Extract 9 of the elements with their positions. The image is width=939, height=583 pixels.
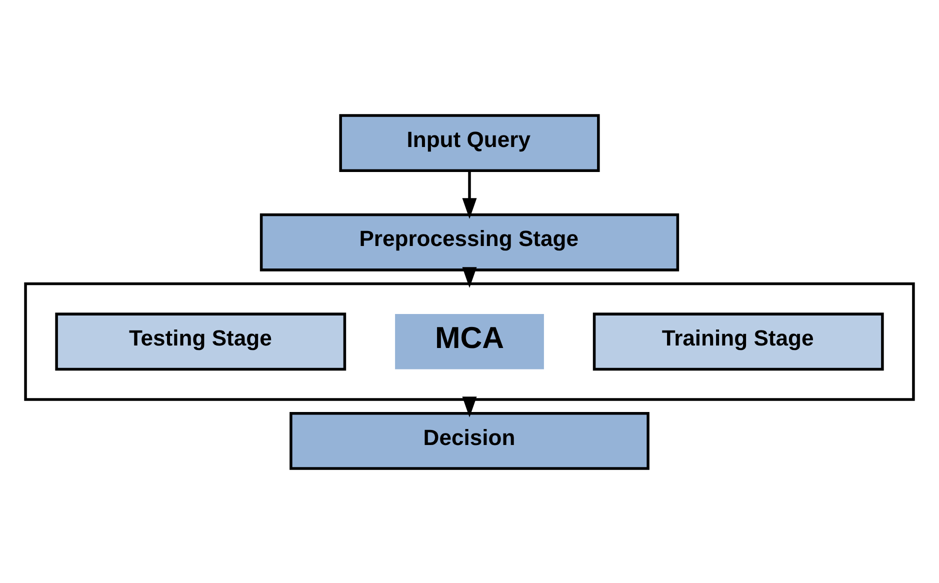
node-box: Decision (290, 411, 650, 470)
cluster (24, 282, 915, 400)
arrow (462, 396, 477, 417)
arrow (462, 170, 477, 218)
node-box: Input Query (339, 114, 600, 172)
node-box: Testing Stage (55, 312, 346, 370)
node-box: Training Stage (592, 312, 884, 370)
arrow (462, 266, 477, 288)
node-box: MCA (395, 314, 544, 369)
